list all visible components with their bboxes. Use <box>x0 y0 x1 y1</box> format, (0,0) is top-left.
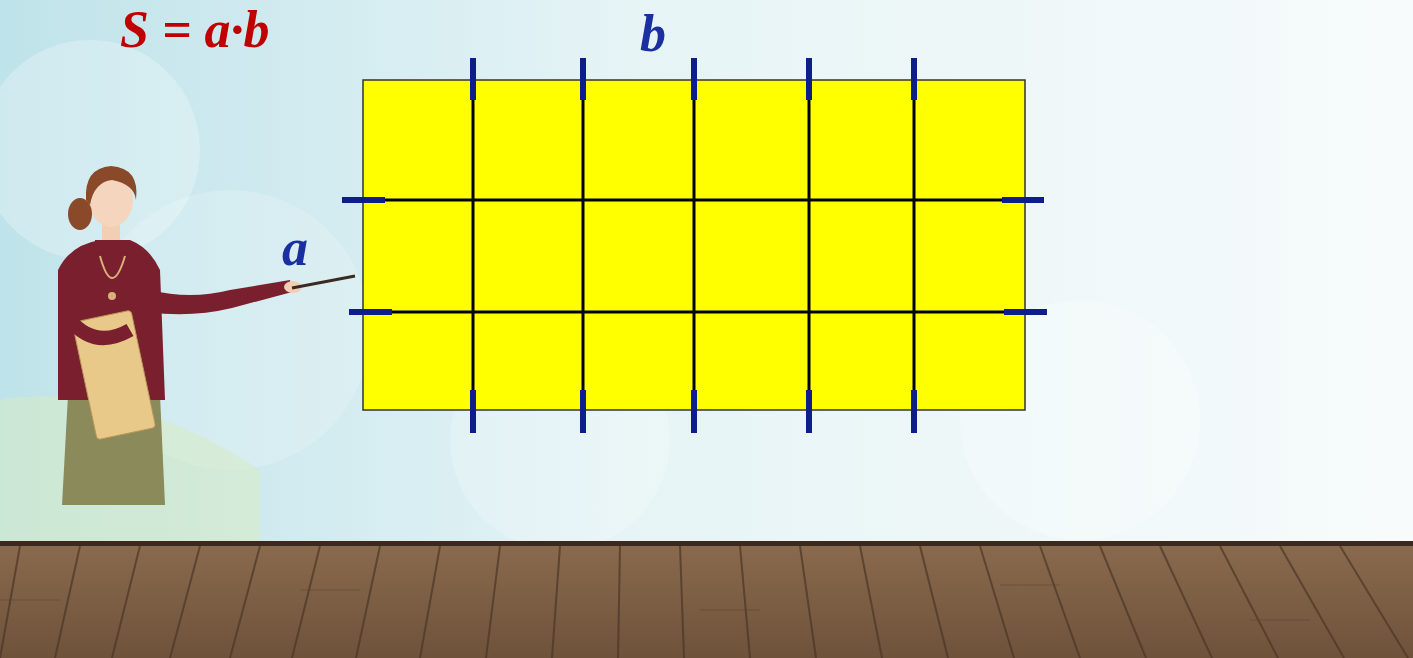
area-formula: S = a·b <box>120 4 270 56</box>
side-label: b <box>640 8 666 60</box>
side-label: a <box>282 222 308 274</box>
